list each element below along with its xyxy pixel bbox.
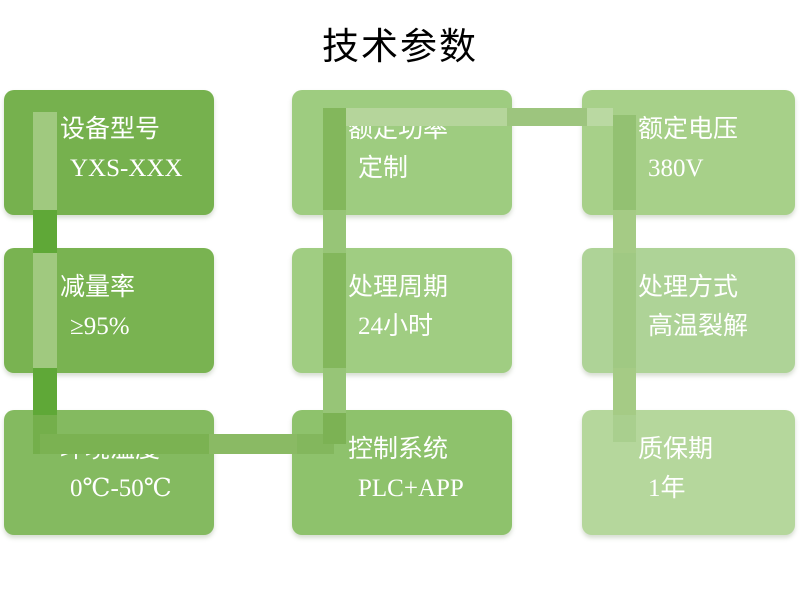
connector-col3-gap-row2-row3 bbox=[613, 368, 636, 415]
connector-col2-gap-row1-row2 bbox=[323, 210, 346, 253]
param-value: 380V bbox=[648, 155, 704, 182]
param-label: 减量率 bbox=[60, 274, 136, 301]
connector-col2-over-box2 bbox=[323, 108, 346, 215]
connector-col1-over-box1 bbox=[33, 112, 57, 215]
connector-col3-over-box9 bbox=[613, 410, 636, 442]
param-label: 处理周期 bbox=[348, 274, 449, 301]
connector-col3-over-box3 bbox=[613, 115, 636, 215]
connector-col1-over-box4 bbox=[33, 248, 57, 373]
connector-col1-gap-row2-row3 bbox=[33, 368, 57, 415]
connector-top-gap-box2-box3 bbox=[507, 108, 587, 126]
connector-col3-over-box6 bbox=[613, 248, 636, 373]
param-box-warranty: 质保期 1年 bbox=[582, 410, 795, 535]
param-value: 1年 bbox=[648, 475, 686, 502]
param-value: ≥95% bbox=[70, 313, 130, 340]
connector-top-over-box2 bbox=[346, 108, 512, 126]
param-value: 高温裂解 bbox=[648, 313, 749, 340]
connector-col3-gap-row1-row2 bbox=[613, 210, 636, 253]
connector-top-over-box3 bbox=[582, 108, 613, 126]
param-label: 控制系统 bbox=[348, 436, 449, 463]
slide-title: 技术参数 bbox=[322, 26, 478, 67]
param-label: 额定电压 bbox=[638, 116, 739, 143]
param-value: 24小时 bbox=[358, 313, 434, 340]
param-label: 设备型号 bbox=[60, 116, 161, 143]
param-value: PLC+APP bbox=[358, 475, 464, 502]
connector-col2-gap-row2-row3 bbox=[323, 368, 346, 415]
param-label: 处理方式 bbox=[638, 274, 739, 301]
param-value: YXS-XXX bbox=[70, 155, 183, 182]
connector-col2-stub-box8 bbox=[323, 413, 346, 444]
connector-col1-gap-row1-row2 bbox=[33, 210, 57, 253]
connector-bottom-over-box7 bbox=[40, 434, 214, 454]
param-label: 质保期 bbox=[638, 436, 714, 463]
param-value: 定制 bbox=[358, 155, 409, 182]
connector-bottom-gap-box7-box8 bbox=[209, 434, 297, 454]
param-value: 0℃-50℃ bbox=[70, 475, 172, 502]
connector-col2-over-box5 bbox=[323, 248, 346, 373]
param-box-ambient-temp: 环境温度 0℃-50℃ bbox=[4, 410, 214, 535]
